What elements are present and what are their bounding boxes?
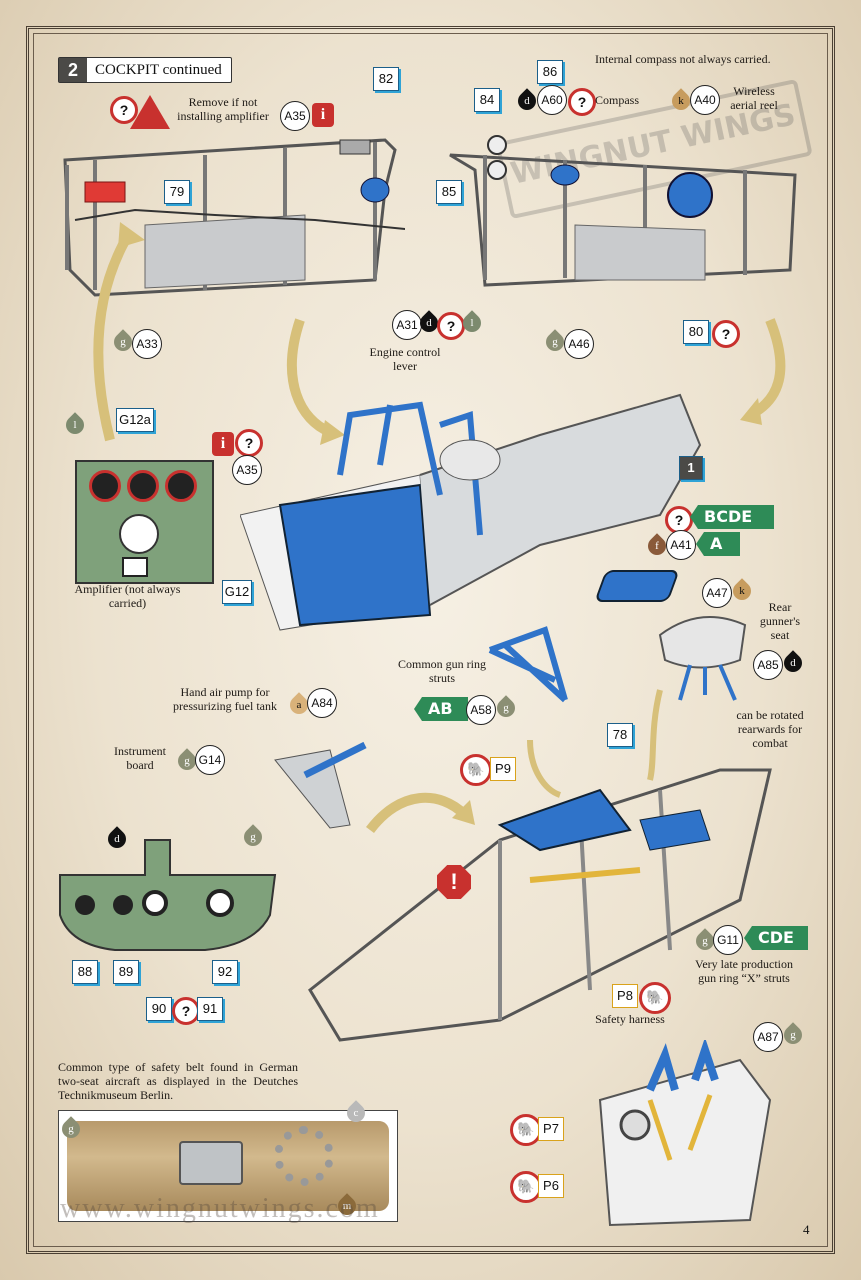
fuselage-drawing (240, 393, 702, 631)
part-78: 78 (607, 723, 633, 747)
no-elephant-icon: 🐘 (510, 1114, 542, 1146)
part-92: 92 (212, 960, 238, 984)
rear-seat-drawing (658, 616, 747, 701)
cockpit-frame-right-drawing (449, 135, 797, 287)
part-88: 88 (72, 960, 98, 984)
red-dial (165, 470, 197, 502)
part-P9: P9 (490, 757, 516, 781)
connector (122, 557, 148, 577)
engine-label: Engine control lever (369, 345, 441, 373)
buckle (179, 1141, 243, 1185)
instrument-board-drawing (59, 839, 277, 951)
variant-CDE-tag: CDE (744, 926, 808, 950)
wireless-label: Wireless aerial reel (730, 84, 778, 112)
rear-seat-label: Rear gunner's seat (759, 600, 801, 642)
part-A33: A33 (132, 329, 162, 359)
part-86: 86 (537, 60, 563, 84)
amplifier-label: Amplifier (not always carried) (74, 582, 181, 610)
part-1: 1 (679, 456, 703, 480)
white-dial (119, 514, 159, 554)
part-A46: A46 (564, 329, 594, 359)
part-85: 85 (436, 180, 462, 204)
part-A40: A40 (690, 85, 720, 115)
website-watermark: www.wingnutwings.com (60, 1193, 380, 1224)
part-P6: P6 (538, 1174, 564, 1198)
rear-fuselage-drawing (308, 768, 772, 1042)
harness-detail-drawing (598, 1040, 772, 1227)
part-79: 79 (164, 180, 190, 204)
no-elephant-icon: 🐘 (460, 754, 492, 786)
paint-drop-c: c (343, 1100, 369, 1126)
part-84: 84 (474, 88, 500, 112)
part-90: 90 (146, 997, 172, 1021)
part-P8: P8 (612, 984, 638, 1008)
variant-A-tag: A (696, 532, 740, 556)
part-80: 80 (683, 320, 709, 344)
part-A84: A84 (307, 688, 337, 718)
step-header: 2 COCKPIT continued (58, 57, 232, 83)
compass-note: Internal compass not always carried. (595, 52, 771, 66)
paint-drop-g: g (780, 1022, 806, 1048)
compass-label: Compass (595, 93, 640, 107)
paint-drop-g: g (493, 695, 519, 721)
part-A47: A47 (702, 578, 732, 608)
part-89: 89 (113, 960, 139, 984)
step-title: COCKPIT continued (95, 62, 222, 78)
part-91: 91 (197, 997, 223, 1021)
part-P7: P7 (538, 1117, 564, 1141)
rotate-note: can be rotated rearwards for combat (736, 708, 804, 750)
pump-label: Hand air pump for pressurizing fuel tank (173, 685, 277, 713)
cockpit-frame-left-drawing (63, 138, 405, 297)
part-A87: A87 (753, 1022, 783, 1052)
page-border (26, 26, 835, 1254)
info-icon: i (312, 103, 334, 127)
part-G14: G14 (195, 745, 225, 775)
part-A41: A41 (666, 530, 696, 560)
pump-drawing (274, 741, 367, 829)
spring-coil (274, 1126, 334, 1186)
part-A35-amplifier: A35 (232, 455, 262, 485)
no-elephant-icon: 🐘 (639, 982, 671, 1014)
page-number: 4 (803, 1222, 810, 1237)
variant-AB-tag: AB (414, 697, 468, 721)
amplifier-drawing (75, 460, 214, 584)
red-dial (89, 470, 121, 502)
gun-ring-label: Common gun ring struts (397, 657, 486, 685)
page-inner-border (33, 33, 828, 1247)
part-A31: A31 (392, 310, 422, 340)
part-82: 82 (373, 67, 399, 91)
warning-octagon-icon: ! (437, 865, 471, 899)
seat-cushion-drawing (594, 570, 680, 602)
gun-ring-struts-drawing (488, 626, 568, 703)
instrument-board-label: Instrument board (114, 744, 166, 772)
variant-BCDE-tag: BCDE (690, 505, 774, 529)
paint-drop-d: d (780, 650, 806, 676)
paint-drop-l: l (62, 412, 88, 438)
photo-caption: Common type of safety belt found in Germ… (58, 1060, 298, 1102)
part-A35-top: A35 (280, 101, 310, 131)
part-A60: A60 (537, 85, 567, 115)
red-dial (127, 470, 159, 502)
part-G11: G11 (713, 925, 743, 955)
info-icon: i (212, 432, 234, 456)
remove-note: Remove if not installing amplifier (177, 95, 269, 123)
late-struts-label: Very late production gun ring “X” struts (695, 957, 793, 985)
paint-drop-k: k (729, 578, 755, 604)
part-G12a: G12a (116, 408, 154, 432)
question-icon: ? (110, 96, 138, 124)
harness-label: Safety harness (595, 1012, 665, 1026)
paint-drop-g: g (58, 1116, 84, 1142)
part-A85: A85 (753, 650, 783, 680)
part-A58: A58 (466, 695, 496, 725)
step-number: 2 (59, 58, 87, 82)
question-icon: ? (568, 88, 596, 116)
part-G12: G12 (222, 580, 252, 604)
question-icon: ? (172, 997, 200, 1025)
question-icon: ? (712, 320, 740, 348)
